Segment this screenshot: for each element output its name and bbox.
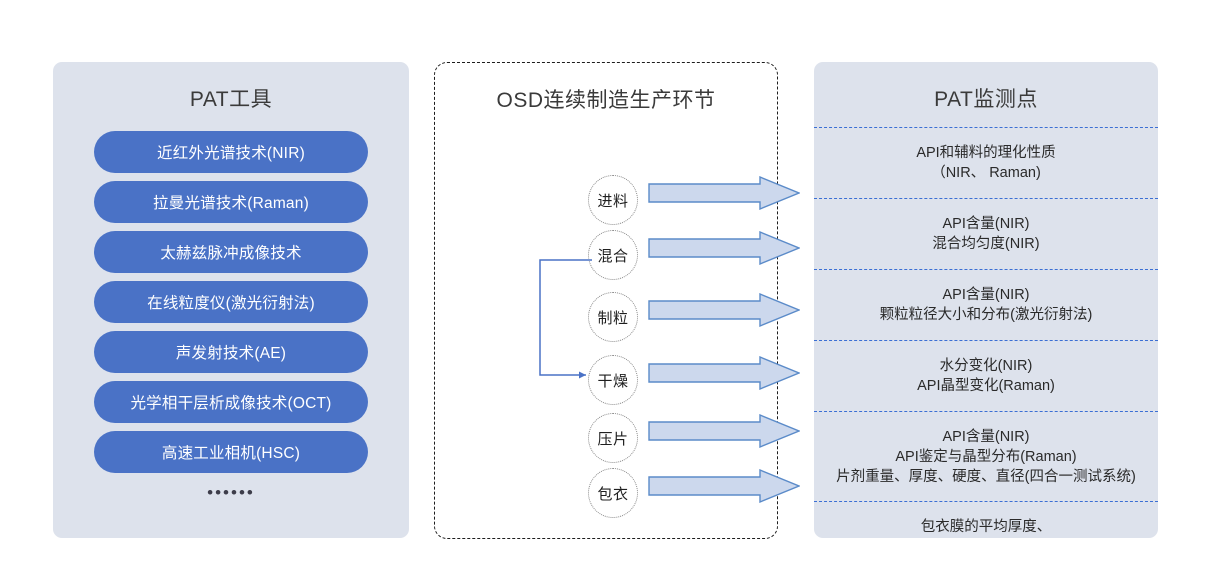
pat-tools-list: 近红外光谱技术(NIR) 拉曼光谱技术(Raman) 太赫兹脉冲成像技术 在线粒… xyxy=(53,131,409,474)
process-node-label: 进料 xyxy=(597,192,629,210)
pat-tool-pill-oct[interactable]: 光学相干层析成像技术(OCT) xyxy=(94,381,368,424)
pat-monitor-title: PAT监测点 xyxy=(934,88,1038,111)
monitor-line: 包衣膜的平均厚度、 xyxy=(920,519,1052,536)
monitor-line: API含量(NIR) xyxy=(942,216,1030,233)
process-node-label: 压片 xyxy=(597,430,629,448)
flow-arrow-granulation xyxy=(648,293,800,327)
monitor-block-granulation: API含量(NIR) 颗粒粒径大小和分布(激光衍射法) xyxy=(814,269,1158,340)
monitor-line: 表面粗糙度和均匀性(OCT) xyxy=(901,537,1072,538)
recycle-connector-line xyxy=(539,259,592,379)
pat-tool-pill-ae[interactable]: 声发射技术(AE) xyxy=(94,331,368,374)
pat-monitor-list: API和辅料的理化性质 （NIR、 Raman) API含量(NIR) 混合均匀… xyxy=(814,127,1158,538)
process-node-compression[interactable]: 压片 xyxy=(588,413,638,463)
pat-monitor-panel: PAT监测点 API和辅料的理化性质 （NIR、 Raman) API含量(NI… xyxy=(814,62,1158,538)
monitor-line: 片剂重量、厚度、硬度、直径(四合一测试系统) xyxy=(836,468,1136,485)
flow-arrow-drying xyxy=(648,356,800,390)
pat-tools-title: PAT工具 xyxy=(189,88,273,111)
process-node-coating[interactable]: 包衣 xyxy=(588,468,638,518)
process-node-drying[interactable]: 干燥 xyxy=(588,355,638,405)
process-node-label: 干燥 xyxy=(597,372,629,390)
process-node-granulation[interactable]: 制粒 xyxy=(588,292,638,342)
monitor-line: 混合均匀度(NIR) xyxy=(932,236,1040,253)
process-node-label: 包衣 xyxy=(597,485,629,503)
monitor-block-drying: 水分变化(NIR) API晶型变化(Raman) xyxy=(814,340,1158,411)
flow-arrow-blending xyxy=(648,231,800,265)
monitor-line: （NIR、 Raman) xyxy=(931,165,1041,182)
pat-tools-ellipsis: •••••• xyxy=(207,483,255,503)
monitor-block-blending: API含量(NIR) 混合均匀度(NIR) xyxy=(814,198,1158,269)
flow-arrow-coating xyxy=(648,469,800,503)
flow-arrow-feeding xyxy=(648,176,800,210)
monitor-block-coating: 包衣膜的平均厚度、 表面粗糙度和均匀性(OCT) xyxy=(814,501,1158,538)
monitor-line: API和辅料的理化性质 xyxy=(916,145,1056,162)
monitor-line: API晶型变化(Raman) xyxy=(917,378,1055,395)
process-node-feeding[interactable]: 进料 xyxy=(588,175,638,225)
pat-tool-pill-terahertz[interactable]: 太赫兹脉冲成像技术 xyxy=(94,231,368,274)
monitor-line: 颗粒粒径大小和分布(激光衍射法) xyxy=(879,307,1093,324)
monitor-line: API鉴定与晶型分布(Raman) xyxy=(895,448,1077,465)
monitor-block-compression: API含量(NIR) API鉴定与晶型分布(Raman) 片剂重量、厚度、硬度、… xyxy=(814,411,1158,501)
process-node-blending[interactable]: 混合 xyxy=(588,230,638,280)
pat-tool-pill-hsc[interactable]: 高速工业相机(HSC) xyxy=(94,431,368,474)
pat-tool-pill-nir[interactable]: 近红外光谱技术(NIR) xyxy=(94,131,368,174)
pat-tool-pill-particle-size[interactable]: 在线粒度仪(激光衍射法) xyxy=(94,281,368,324)
pat-tools-panel: PAT工具 近红外光谱技术(NIR) 拉曼光谱技术(Raman) 太赫兹脉冲成像… xyxy=(53,62,409,538)
pat-tool-pill-raman[interactable]: 拉曼光谱技术(Raman) xyxy=(94,181,368,224)
process-node-label: 混合 xyxy=(597,247,629,265)
monitor-block-feeding: API和辅料的理化性质 （NIR、 Raman) xyxy=(814,127,1158,198)
osd-process-title: OSD连续制造生产环节 xyxy=(496,89,716,112)
monitor-line: 水分变化(NIR) xyxy=(939,358,1033,375)
monitor-line: API含量(NIR) xyxy=(942,287,1030,304)
monitor-line: API含量(NIR) xyxy=(942,428,1030,445)
process-node-label: 制粒 xyxy=(597,309,629,327)
flow-arrow-compression xyxy=(648,414,800,448)
